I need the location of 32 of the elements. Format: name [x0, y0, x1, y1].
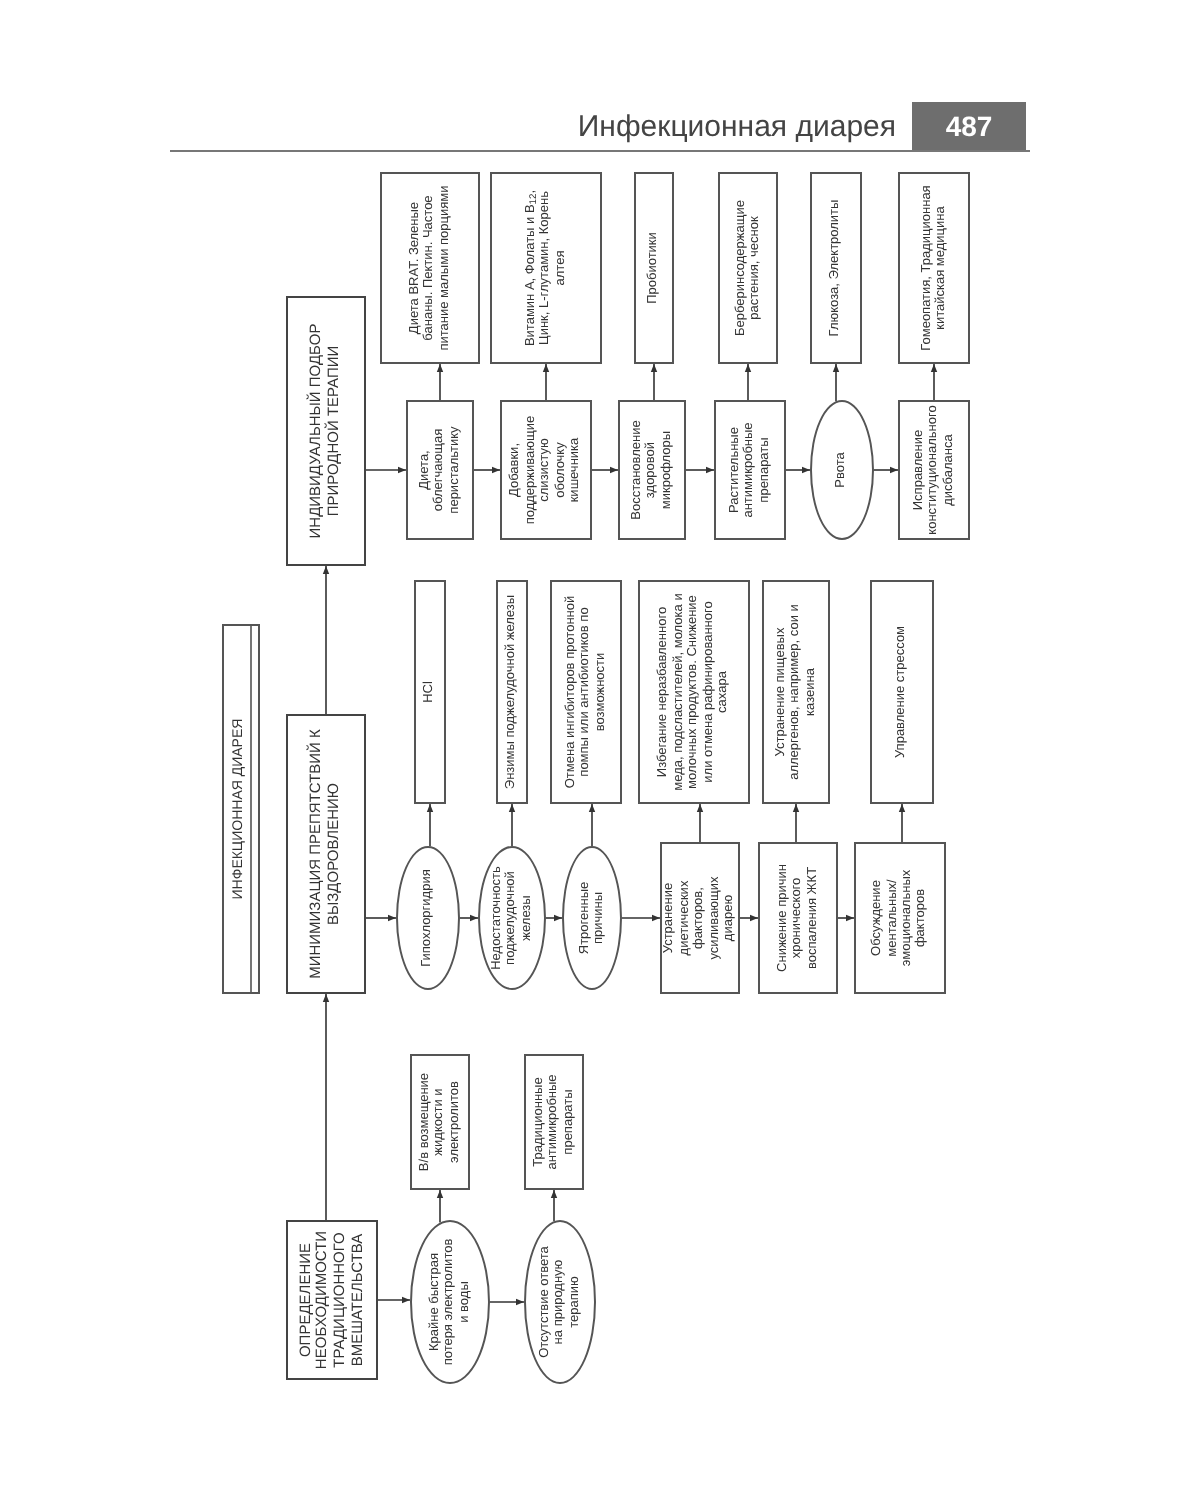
arrow [426, 803, 434, 847]
arrow [792, 803, 800, 843]
arrow [696, 803, 704, 843]
arrow [542, 363, 550, 401]
arrow [588, 803, 596, 847]
arrow [489, 1298, 525, 1306]
arrow [436, 363, 444, 401]
arrow [739, 914, 759, 922]
arrow [545, 914, 563, 922]
page-number-badge: 487 [912, 102, 1026, 150]
arrow [436, 1189, 444, 1224]
arrow [873, 466, 899, 474]
arrow [377, 1296, 411, 1304]
arrow [930, 363, 938, 401]
arrow [744, 363, 752, 401]
arrow [508, 803, 516, 847]
running-head: Инфекционная диарея [577, 110, 896, 146]
arrow [473, 466, 501, 474]
arrow [365, 914, 397, 922]
arrow [832, 363, 840, 403]
arrow [322, 993, 330, 1221]
arrow [898, 803, 906, 843]
arrow [459, 914, 479, 922]
arrow [591, 466, 619, 474]
arrow [322, 565, 330, 715]
arrow [785, 466, 811, 474]
arrow [650, 363, 658, 401]
arrow [685, 466, 715, 474]
arrow [365, 466, 407, 474]
arrow [550, 1189, 558, 1222]
arrow [621, 914, 661, 922]
arrow [837, 914, 855, 922]
